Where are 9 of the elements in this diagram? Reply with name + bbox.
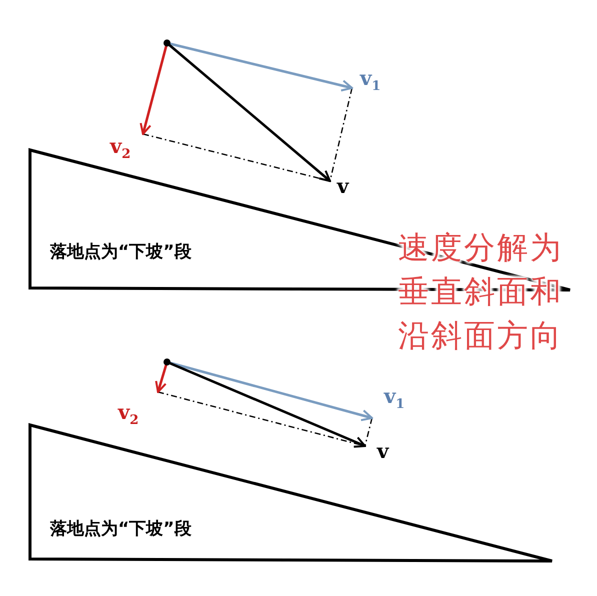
vector-label: v$_{2}$ xyxy=(118,402,139,427)
vector-label: v xyxy=(377,441,389,461)
slope-triangle xyxy=(28,423,554,563)
vector-label: v$_{2}$ xyxy=(110,136,131,161)
vector-label: v$_{1}$ xyxy=(360,68,381,93)
vector-label: v$_{1}$ xyxy=(384,386,405,411)
slope-label: 落地点为“下坡”段 xyxy=(50,241,192,263)
vector-label: v xyxy=(337,176,349,196)
slope-label: 落地点为“下坡”段 xyxy=(50,518,192,540)
